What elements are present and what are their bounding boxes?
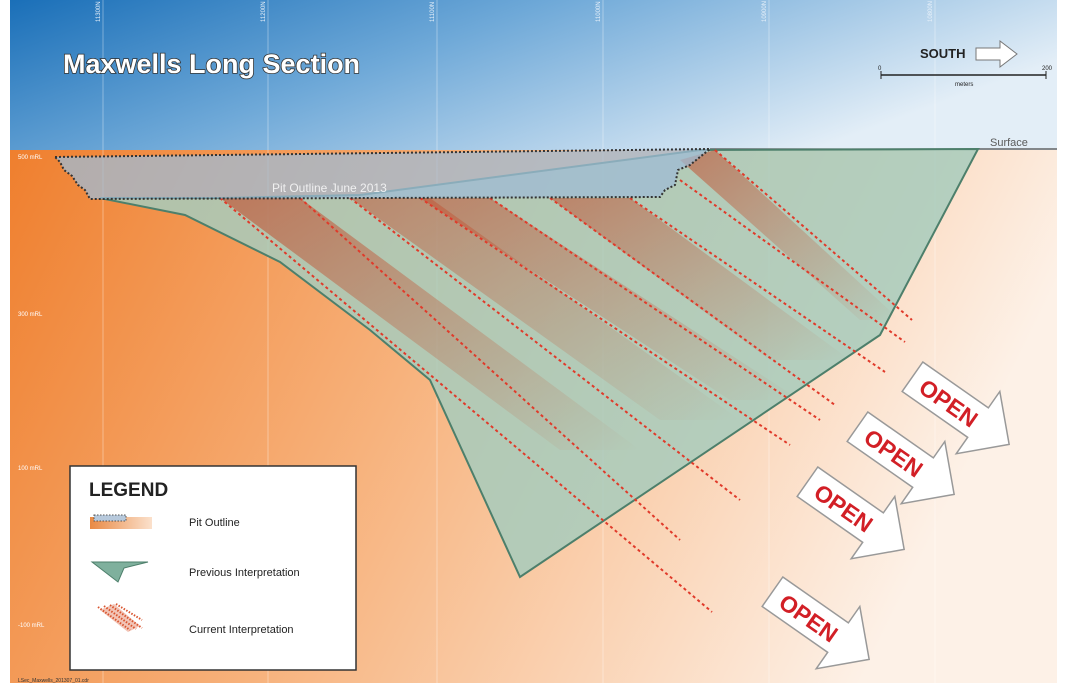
grid-label: 11000N xyxy=(596,1,602,22)
grid-label: 11300N xyxy=(96,1,102,22)
rl-label: 100 mRL xyxy=(18,466,43,472)
grid-label: 10800N xyxy=(928,1,934,22)
open-arrow: OPEN xyxy=(796,465,906,560)
previous-interpretation-swatch xyxy=(90,561,149,583)
current-interpretation-bands xyxy=(220,150,900,450)
right-arrow-icon xyxy=(975,39,1018,69)
grid-label: 11100N xyxy=(430,2,436,22)
direction-label: SOUTH xyxy=(920,46,966,61)
legend-item-label: Current Interpretation xyxy=(189,624,294,636)
grid-label: 10900N xyxy=(762,1,768,22)
rl-label: -100 mRL xyxy=(18,623,45,629)
pit-outline-label: Pit Outline June 2013 xyxy=(272,181,387,195)
scale-unit: meters xyxy=(955,82,973,88)
grid-label: 11200N xyxy=(261,1,267,22)
pit-outline-swatch xyxy=(90,514,152,529)
direction-indicator: SOUTH 0 200 meters xyxy=(878,39,1053,88)
pit-outline xyxy=(52,147,713,201)
sky-background xyxy=(10,0,1057,153)
scale-start: 0 xyxy=(878,66,882,72)
rl-label: 500 mRL xyxy=(18,155,43,161)
dotted-interpretation-lines xyxy=(219,149,913,613)
legend-item-label: Previous Interpretation xyxy=(189,567,300,579)
legend-title: LEGEND xyxy=(89,480,168,501)
page-title: Maxwells Long Section xyxy=(63,49,360,79)
rl-label: 300 mRL xyxy=(18,312,43,318)
current-interpretation-swatch xyxy=(97,603,143,632)
footer-filename: LSec_Maxwells_201307_01.cdr xyxy=(18,678,89,684)
surface-label: Surface xyxy=(990,137,1028,149)
scale-end: 200 xyxy=(1042,66,1053,72)
legend: LEGEND Pit Outline Previous Interpretati… xyxy=(69,465,357,671)
legend-item-label: Pit Outline xyxy=(189,517,240,529)
